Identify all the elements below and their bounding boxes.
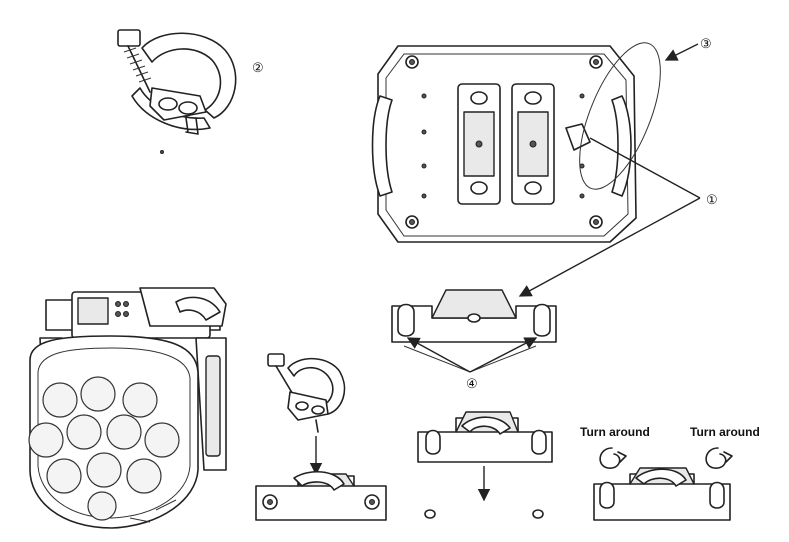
omega-bracket: [391, 289, 557, 373]
step-bracket-mount: [417, 411, 553, 519]
step-turn-lock: Turn around Turn around: [580, 425, 760, 521]
rotate-right-icon: [705, 447, 733, 469]
moving-head-fixture: [28, 287, 227, 529]
callout-3: ③: [700, 36, 712, 51]
callout-1: ①: [706, 192, 718, 207]
turn-around-label-right: Turn around: [690, 425, 760, 439]
clamp-top: [117, 29, 237, 154]
turn-around-label-left: Turn around: [580, 425, 650, 439]
step-clamp-attach: [255, 353, 387, 521]
callout-2: ②: [252, 60, 264, 75]
fixture-base-bottom-view: [371, 42, 661, 243]
rotate-left-icon: [599, 447, 627, 469]
callout-4: ④: [466, 376, 478, 391]
